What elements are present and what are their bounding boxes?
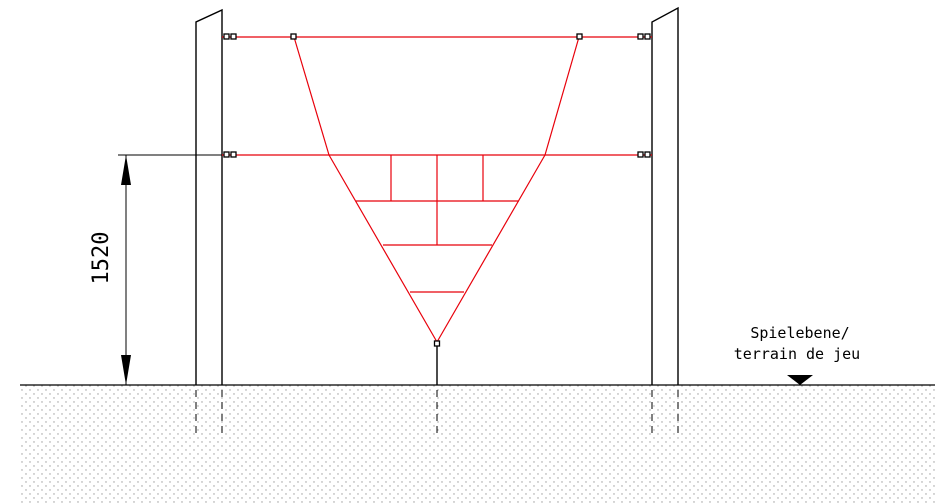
connector: [433, 340, 441, 347]
left-funnel-side: [328, 154, 438, 343]
left-post: [195, 8, 223, 436]
right-funnel-side: [436, 154, 546, 343]
ground-label: Spielebene/ terrain de jeu: [734, 324, 860, 385]
ground-label-line2: terrain de jeu: [734, 345, 860, 363]
dimension-value: 1520: [89, 232, 114, 285]
right-post: [651, 6, 679, 436]
connector: [230, 33, 237, 40]
connector: [576, 33, 583, 40]
height-dimension: 1520: [89, 154, 222, 385]
connectors: [223, 33, 651, 347]
ground-area: [20, 385, 935, 504]
rope-net: [222, 36, 652, 343]
arrow-up-icon: [121, 155, 131, 185]
arrow-down-icon: [121, 355, 131, 385]
connector: [637, 151, 644, 158]
connector: [290, 33, 297, 40]
right-upper-side: [544, 36, 580, 156]
connector: [637, 33, 644, 40]
connector: [223, 151, 230, 158]
connector: [230, 151, 237, 158]
ground-label-line1: Spielebene/: [750, 324, 849, 342]
connector: [644, 33, 651, 40]
level-marker-icon: [787, 375, 813, 385]
connector: [223, 33, 230, 40]
left-upper-side: [293, 36, 330, 156]
connector: [644, 151, 651, 158]
